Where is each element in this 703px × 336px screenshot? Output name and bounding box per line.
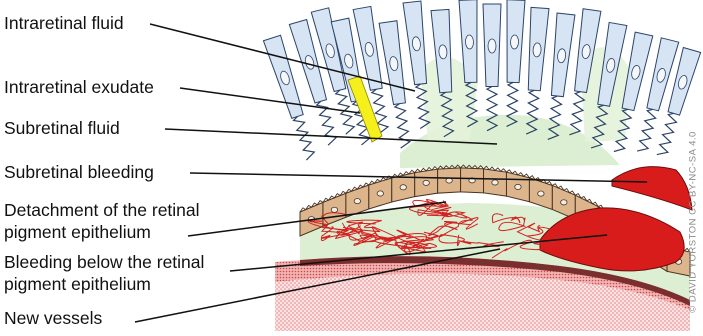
rpe-cell	[506, 170, 529, 202]
label-bleeding-below-rpe-line2: pigment epithelium	[4, 273, 151, 295]
label-new-vessels: New vessels	[4, 307, 102, 329]
rpe-cell	[484, 166, 507, 196]
rpe-cell	[415, 167, 438, 197]
copyright-credit: © DAVID YORSTON CC BY-NC-SA 4.0	[688, 131, 699, 313]
label-subretinal-fluid: Subretinal fluid	[4, 117, 120, 139]
photoreceptor-cell	[483, 4, 501, 131]
rpe-cell	[392, 170, 415, 202]
subretinal-bleeding	[612, 167, 692, 210]
label-intraretinal-exudate: Intraretinal exudate	[4, 76, 154, 98]
rpe-cell	[369, 176, 392, 209]
label-bleeding-below-rpe-line1: Bleeding below the retinal	[4, 251, 204, 273]
leader-intraretinal-exudate	[180, 88, 360, 113]
label-rpe-detachment-line1: Detachment of the retinal	[4, 199, 200, 221]
photoreceptor-cell	[503, 0, 525, 127]
label-subretinal-bleeding: Subretinal bleeding	[4, 161, 154, 183]
label-rpe-detachment-line2: pigment epithelium	[4, 221, 151, 243]
label-intraretinal-fluid: Intraretinal fluid	[4, 12, 124, 34]
rpe-cell	[438, 165, 461, 193]
